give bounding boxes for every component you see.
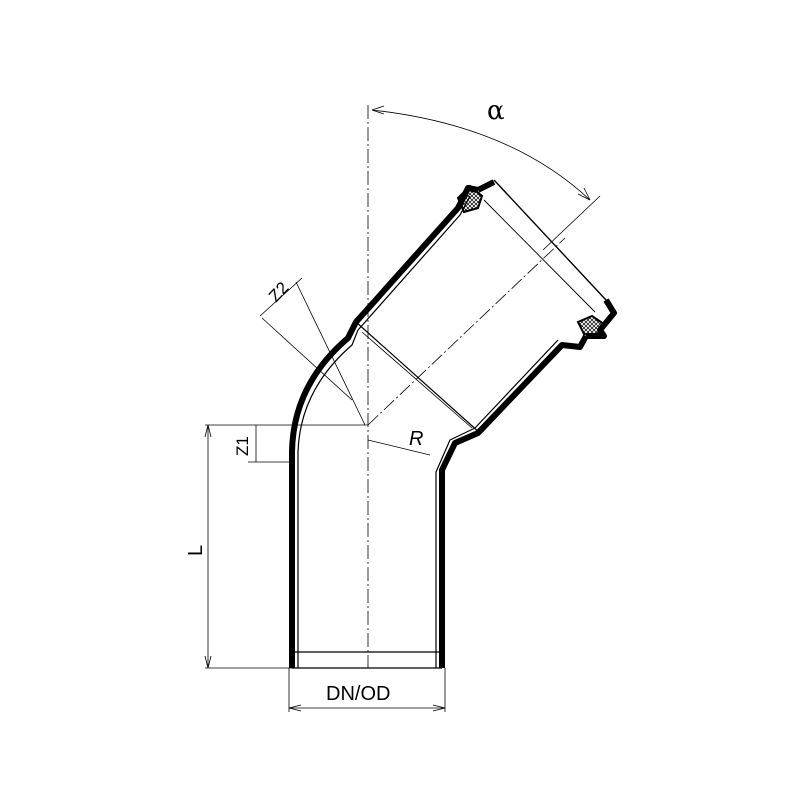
center-lines <box>367 105 566 668</box>
l-label: L <box>185 545 207 556</box>
r-label: R <box>409 428 423 450</box>
socket-end-upper <box>476 179 496 193</box>
socket-axis-line <box>367 237 566 426</box>
upper-seal-ring <box>456 184 484 214</box>
pipe-body <box>289 179 617 669</box>
dnod-arrow-left <box>288 704 302 712</box>
z1-label: Z1 <box>233 436 252 456</box>
left-outer-wall <box>289 185 479 668</box>
z2-label: Z2 <box>265 278 292 305</box>
seal-rings <box>456 184 606 338</box>
spigot-joint-line <box>355 321 481 434</box>
right-outer-wall <box>439 334 589 668</box>
z2-extension-2 <box>261 317 353 401</box>
socket-mouth-inner <box>483 199 596 313</box>
alpha-arrow-start <box>371 105 385 115</box>
l-arrow-top <box>204 424 212 438</box>
alpha-arc <box>371 109 591 201</box>
alpha-label: α <box>487 96 505 126</box>
r-leader-line <box>367 439 431 456</box>
dimensions <box>204 105 601 712</box>
dnod-arrow-right <box>432 704 446 712</box>
dnod-label: DN/OD <box>326 683 390 705</box>
spigot-joint-line-2 <box>361 331 473 429</box>
lower-seal-ring <box>576 314 606 338</box>
z2-extension-1 <box>295 281 366 426</box>
left-inner-wall <box>297 195 471 668</box>
alpha-arrow-end <box>577 187 591 201</box>
socket-mouth-edge <box>493 179 607 301</box>
right-inner-wall <box>435 339 559 668</box>
z2-dim-line <box>259 277 303 317</box>
alpha-leader-line <box>542 195 601 251</box>
l-arrow-bottom <box>204 655 212 669</box>
